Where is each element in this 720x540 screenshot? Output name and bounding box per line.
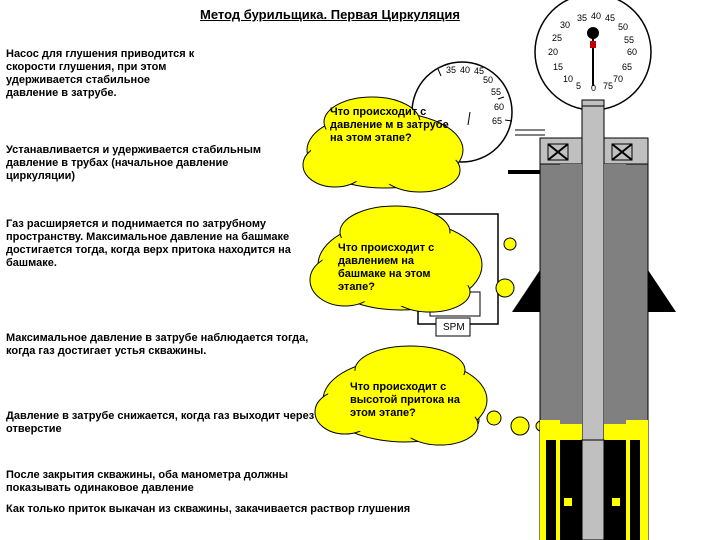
- mud-left: [560, 440, 582, 540]
- bubble-dot: [486, 410, 502, 426]
- gauge-tick-label: 65: [492, 116, 503, 126]
- wellbore: [512, 105, 676, 540]
- gauge-tick-label: 5: [576, 81, 582, 91]
- step-text: Насос для глушения приводится к скорости…: [6, 48, 195, 99]
- gauge-tick-label: 25: [552, 33, 563, 43]
- thought-bubble-1: [302, 96, 464, 193]
- bubble-dot: [495, 278, 515, 298]
- gauge-tick-label: 60: [494, 102, 505, 112]
- thought-bubble-3: [314, 345, 488, 446]
- step-text: Максимальное давление в затрубе наблюдае…: [6, 332, 309, 357]
- slide-title: Метод бурильщика. Первая Циркуляция: [200, 7, 460, 22]
- gauge-tick-label: 40: [591, 11, 602, 21]
- gauge-tick-label: 35: [577, 13, 588, 23]
- gauge-tick-label: 45: [605, 13, 616, 23]
- gauge-tick-label: 55: [624, 35, 635, 45]
- step-text: Газ расширяется и поднимается по затрубн…: [6, 218, 291, 269]
- step-text: После закрытия скважины, оба манометра д…: [6, 469, 289, 494]
- gauge-tick-label: 30: [560, 20, 571, 30]
- spm-box: [435, 317, 471, 337]
- gauge-tick-label: 10: [563, 74, 574, 84]
- bubble-dot: [510, 416, 530, 436]
- annulus-left: [560, 164, 582, 424]
- question-text: Что происходит с высотой притока на этом…: [350, 381, 461, 419]
- casing-gauge: [534, 0, 652, 111]
- gauge-tick-label: 40: [460, 65, 471, 75]
- mud-right: [604, 440, 626, 540]
- gauge-tick-label: 70: [613, 74, 624, 84]
- step-text: Давление в затрубе снижается, когда газ …: [6, 410, 315, 435]
- gauge-tick-label: 45: [474, 66, 485, 76]
- gauge-tick-label: 35: [446, 65, 457, 75]
- question-text: Что происходит с давление м в затрубе на…: [330, 106, 449, 144]
- gauge-tick-label: 50: [483, 75, 494, 85]
- casing-shoe-right: [648, 270, 676, 312]
- bubble-dot: [503, 237, 517, 251]
- gauge-tick-label: 0: [591, 83, 597, 93]
- step-text: Устанавливается и удерживается стабильны…: [6, 144, 261, 182]
- step-text: Как только приток выкачан из скважины, з…: [6, 503, 411, 515]
- gauge-tick-label: 55: [491, 87, 502, 97]
- gauge-tick-label: 50: [618, 22, 629, 32]
- gauge-tick-label: 65: [622, 62, 633, 72]
- drillpipe-gauge-tick: [467, 111, 471, 126]
- drillpipe-connector: [508, 170, 548, 174]
- thought-bubble-2: [309, 205, 483, 313]
- gauge-tick-label: 15: [553, 62, 564, 72]
- casing-shoe-left: [512, 270, 540, 312]
- gauge-tick-label: 60: [627, 47, 638, 57]
- question-text: Что происходит с давлением на башмаке на…: [338, 242, 435, 293]
- annulus-right: [604, 164, 626, 424]
- gauge-tick-label: 20: [548, 47, 559, 57]
- spm-label: SPM: [443, 322, 465, 333]
- gauge-tick-label: 75: [603, 81, 614, 91]
